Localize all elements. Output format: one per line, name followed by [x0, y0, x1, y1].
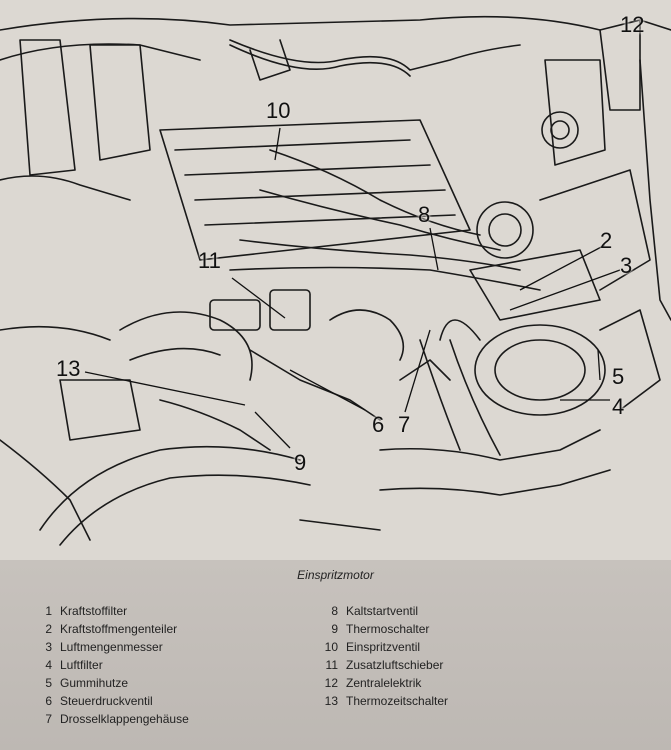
legend-number: 7 [45, 712, 52, 726]
legend-number: 13 [324, 694, 338, 708]
legend-item: 12 Zentralelektrik [318, 674, 448, 692]
callout-4: 4 [612, 394, 625, 419]
legend-number: 2 [45, 622, 52, 636]
callout-11: 11 [198, 248, 221, 273]
legend-number: 3 [45, 640, 52, 654]
legend-number: 6 [45, 694, 52, 708]
legend-label: Drosselklappengehäuse [60, 712, 189, 726]
callout-8: 8 [418, 202, 431, 227]
callout-10: 10 [266, 98, 291, 123]
callout-7: 7 [398, 412, 411, 437]
legend-label: Thermoschalter [346, 622, 430, 636]
callout-5: 5 [612, 364, 625, 389]
engine-illustration: 12 10 8 2 3 11 13 5 4 6 7 9 [0, 0, 671, 560]
legend-item: 2 Kraftstoffmengenteiler [32, 620, 189, 638]
figure-caption: Einspritzmotor [297, 568, 374, 582]
legend-number: 1 [45, 604, 52, 618]
callout-9: 9 [294, 450, 307, 475]
legend-item: 9 Thermoschalter [318, 620, 448, 638]
legend-label: Gummihutze [60, 676, 129, 690]
legend-right-column: 8 Kaltstartventil 9 Thermoschalter 10 Einspri… [318, 602, 448, 710]
legend-item: 10 Einspritzventil [318, 638, 448, 656]
legend-label: Zentralelektrik [346, 676, 422, 690]
legend-item: 4 Luftfilter [32, 656, 189, 674]
legend-label: Kraftstoffmengenteiler [60, 622, 178, 636]
legend-item: 3 Luftmengenmesser [32, 638, 189, 656]
legend-label: Einspritzventil [346, 640, 421, 654]
legend-number: 10 [324, 640, 338, 654]
legend-label: Zusatzluftschieber [346, 658, 444, 672]
legend-label: Kaltstartventil [346, 604, 419, 618]
callout-2: 2 [600, 228, 613, 253]
legend-number: 4 [45, 658, 52, 672]
callout-12: 12 [620, 12, 645, 37]
legend-label: Luftfilter [60, 658, 103, 672]
legend-item: 8 Kaltstartventil [318, 602, 448, 620]
callout-3: 3 [620, 253, 633, 278]
legend-number: 8 [331, 604, 338, 618]
legend-left-column: 1 Kraftstoffilter 2 Kraftstoffmengenteiler 3… [32, 602, 189, 728]
engine-line-drawing [0, 15, 671, 546]
legend-item: 1 Kraftstoffilter [32, 602, 189, 620]
callout-6: 6 [372, 412, 385, 437]
legend-item: 5 Gummihutze [32, 674, 189, 692]
legend-item: 7 Drosselklappengehäuse [32, 710, 189, 728]
legend-number: 5 [45, 676, 52, 690]
legend-label: Thermozeitschalter [346, 694, 449, 708]
legend-number: 9 [331, 622, 338, 636]
legend-number: 11 [325, 658, 338, 672]
callout-13: 13 [56, 356, 81, 381]
legend-item: 13 Thermozeitschalter [318, 692, 448, 710]
legend-label: Kraftstoffilter [60, 604, 128, 618]
legend-label: Steuerdruckventil [60, 694, 153, 708]
legend-item: 11 Zusatzluftschieber [318, 656, 448, 674]
legend-number: 12 [324, 676, 338, 690]
legend-item: 6 Steuerdruckventil [32, 692, 189, 710]
legend-label: Luftmengenmesser [60, 640, 163, 654]
